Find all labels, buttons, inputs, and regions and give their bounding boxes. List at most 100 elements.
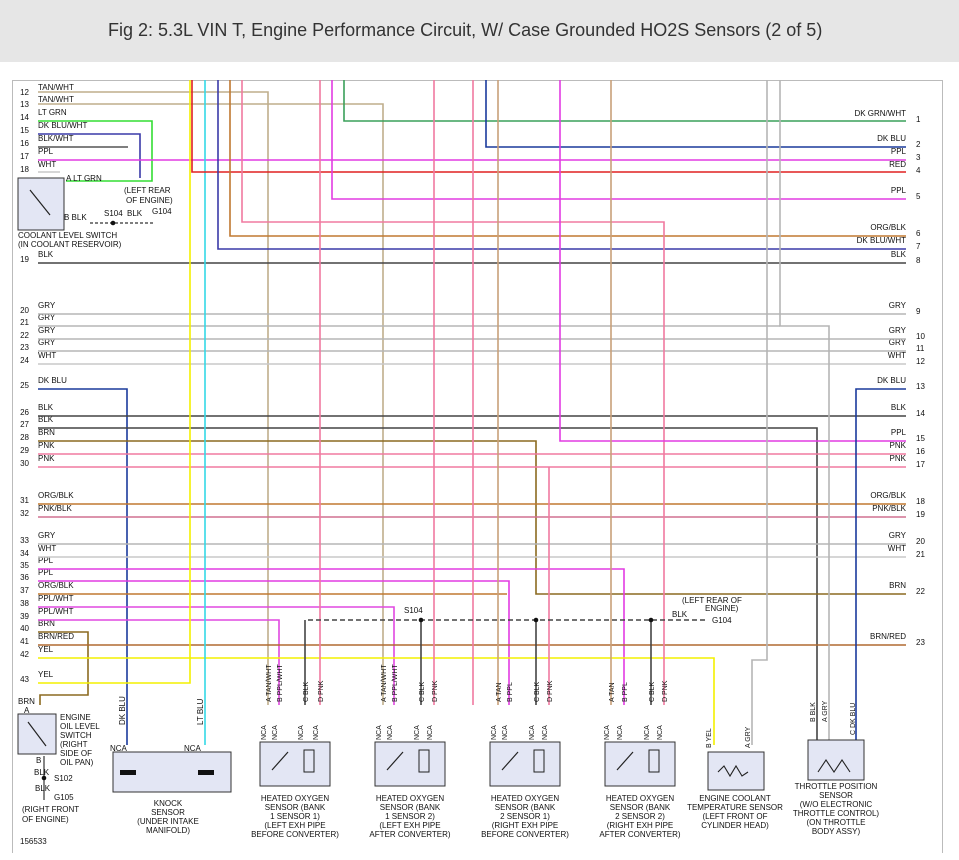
ho2s-4-nca-0: NCA	[604, 725, 611, 740]
left-pin-33: 33	[20, 536, 29, 545]
s104-splice-dot-1	[533, 617, 539, 623]
left-wire-label-22: GRY	[38, 326, 56, 335]
left-wire-label-18: WHT	[38, 160, 56, 169]
right-pin-2: 2	[916, 140, 921, 149]
tps-label-5: BODY ASSY)	[812, 827, 861, 836]
title-bar: Fig 2: 5.3L VIN T, Engine Performance Ci…	[0, 0, 959, 62]
right-pin-13: 13	[916, 382, 925, 391]
left-pin-18: 18	[20, 165, 29, 174]
s102-label: S102	[54, 774, 73, 783]
ho2s-3-nca-3: NCA	[542, 725, 549, 740]
left-rear-note-2: ENGINE)	[705, 604, 739, 613]
ho2s-1-element	[271, 751, 289, 771]
ho2s-1-label-2: 1 SENSOR 1)	[270, 812, 320, 821]
g104-upper-label: G104	[152, 207, 172, 216]
right-wire-label-11: GRY	[889, 338, 907, 347]
ho2s-3-label-3: (RIGHT EXH PIPE	[492, 821, 559, 830]
ho2s-3-pin-label-0: A TAN	[496, 682, 503, 702]
ect-label-2: (LEFT FRONT OF	[702, 812, 767, 821]
g104-label: G104	[712, 616, 732, 625]
wire-36-ppl	[38, 580, 510, 705]
left-wire-label-42: YEL	[38, 645, 54, 654]
left-pin-26: 26	[20, 408, 29, 417]
s104-label: S104	[404, 606, 423, 615]
ho2s-2-pin-label-3: D PNK	[432, 680, 439, 702]
tps-label-2: (W/O ELECTRONIC	[800, 800, 873, 809]
left-wire-label-14: LT GRN	[38, 108, 67, 117]
left-wire-label-32: PNK/BLK	[38, 504, 72, 513]
left-wire-label-23: GRY	[38, 338, 56, 347]
ho2s-4-label-0: HEATED OXYGEN	[606, 794, 675, 803]
ho2s-1-body	[259, 741, 331, 787]
left-wire-label-17: PPL	[38, 147, 54, 156]
left-wire-label-27: BLK	[38, 415, 54, 424]
right-pin-4: 4	[916, 166, 921, 175]
left-wire-label-28: BRN	[38, 428, 55, 437]
left-wire-label-34: WHT	[38, 544, 56, 553]
left-pin-19: 19	[20, 255, 29, 264]
ho2s-3-pin-label-2: C BLK	[534, 681, 541, 702]
ho2s-4-nca-1: NCA	[617, 725, 624, 740]
knock-sensor-label-1: SENSOR	[151, 808, 185, 817]
tps-resistor	[817, 759, 851, 773]
left-wire-label-43: YEL	[38, 670, 54, 679]
right-wire-label-18: ORG/BLK	[870, 491, 906, 500]
right-wire-label-22: BRN	[889, 581, 906, 590]
wire-27-blk	[38, 427, 818, 745]
ho2s-2-label-2: 1 SENSOR 2)	[385, 812, 435, 821]
figure-id-label: 156533	[20, 837, 47, 846]
ho2s-2-element	[386, 751, 404, 771]
left-pin-40: 40	[20, 624, 29, 633]
right-wire-label-9: GRY	[889, 301, 907, 310]
right-wire-label-5: PPL	[891, 186, 907, 195]
ho2s-1-heater	[303, 749, 315, 773]
ect-pin-a-label: A GRY	[745, 726, 752, 748]
ho2s-2-heater	[418, 749, 430, 773]
oil-level-switch-label-0: ENGINE	[60, 713, 91, 722]
left-pin-28: 28	[20, 433, 29, 442]
left-wire-label-19: BLK	[38, 250, 54, 259]
wire-gry-ect	[751, 80, 768, 745]
ho2s-1-pin-label-2: C BLK	[303, 681, 310, 702]
oil-blk-label: BLK	[34, 768, 50, 777]
left-pin-29: 29	[20, 446, 29, 455]
left-wire-label-31: ORG/BLK	[38, 491, 74, 500]
left-wire-label-20: GRY	[38, 301, 56, 310]
ho2s-1-nca-3: NCA	[313, 725, 320, 740]
ho2s-3-nca-1: NCA	[502, 725, 509, 740]
knock-sensor-label-2: (UNDER INTAKE	[137, 817, 199, 826]
ho2s-2-body	[374, 741, 446, 787]
left-wire-label-21: GRY	[38, 313, 56, 322]
ho2s-1-label-1: SENSOR (BANK	[265, 803, 326, 812]
left-wire-label-26: BLK	[38, 403, 54, 412]
right-wire-label-16: PNK	[890, 441, 907, 450]
wire-red-4	[191, 80, 906, 173]
s104-splice-dot-2	[648, 617, 654, 623]
wire-gry-tps	[779, 80, 830, 745]
left-pin-43: 43	[20, 675, 29, 684]
tps-label-0: THROTTLE POSITION	[795, 782, 878, 791]
right-pin-12: 12	[916, 357, 925, 366]
oil-level-switch-label-2: SWITCH	[60, 731, 92, 740]
coolant-pin-b-label: B BLK	[64, 213, 87, 222]
right-wire-label-7: DK BLU/WHT	[857, 236, 906, 245]
s104-splice-dot-0	[418, 617, 424, 623]
tps-label-4: (ON THROTTLE	[807, 818, 866, 827]
oil-brn-label: BRN	[18, 697, 35, 706]
right-wire-label-10: GRY	[889, 326, 907, 335]
s102-dot	[41, 775, 47, 781]
ho2s-1-label-4: BEFORE CONVERTER)	[251, 830, 339, 839]
tps-pin-b-label: B BLK	[810, 702, 817, 722]
ho2s-1-nca-0: NCA	[261, 725, 268, 740]
ho2s-3-nca-0: NCA	[491, 725, 498, 740]
wire-39-pplwht	[38, 619, 280, 705]
right-wire-label-12: WHT	[888, 351, 906, 360]
wire-ppl-5	[331, 80, 906, 200]
oil-switch-contact	[27, 721, 47, 747]
ho2s-1-pin-label-0: A TAN/WHT	[266, 664, 273, 702]
left-pin-38: 38	[20, 599, 29, 608]
right-pin-16: 16	[916, 447, 925, 456]
ho2s-3-element	[501, 751, 519, 771]
tps-body	[807, 739, 865, 781]
